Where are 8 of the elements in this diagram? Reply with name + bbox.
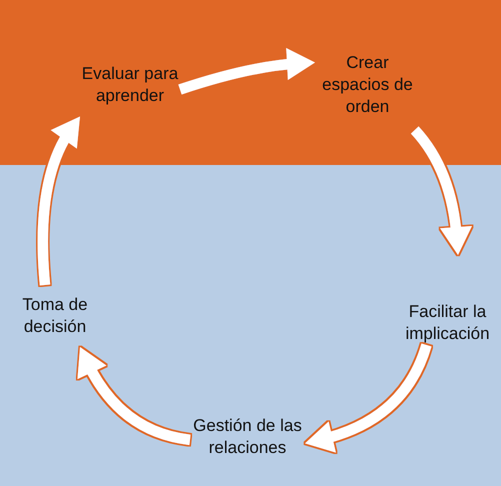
node-label: Gestión de las relaciones bbox=[192, 415, 303, 459]
curved-arrow bbox=[410, 126, 472, 255]
node-label: Evaluar para aprender bbox=[80, 63, 180, 107]
curved-arrow bbox=[38, 116, 80, 286]
node-label: Crear espacios de orden bbox=[321, 52, 414, 118]
node-label: Facilitar la implicación bbox=[404, 301, 491, 345]
curved-arrow bbox=[178, 48, 315, 94]
node-label: Toma de decisión bbox=[21, 294, 89, 338]
